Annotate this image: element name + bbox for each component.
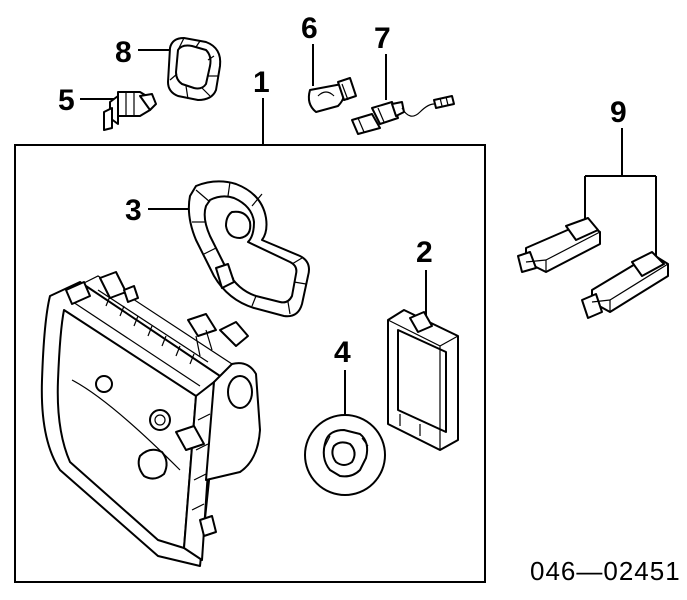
callout-label-3: 3 (125, 194, 142, 227)
headlamp-gasket-part-3 (187, 180, 310, 318)
callout-label-8: 8 (115, 36, 132, 69)
rectangular-gasket-part-2 (387, 309, 459, 451)
callout-label-7: 7 (374, 22, 391, 55)
halogen-bulb-part-5 (103, 91, 157, 131)
socket-with-wire-part-7 (351, 95, 455, 135)
headlamp-housing-assembly (40, 271, 261, 567)
bulb-retaining-ring-part-8 (167, 37, 222, 101)
callout-label-4: 4 (334, 336, 351, 369)
wedge-bulb-part-6 (307, 77, 357, 113)
side-marker-lamp-upper-part-9 (517, 217, 601, 273)
callout-label-6: 6 (301, 12, 318, 45)
assembly-frame (14, 144, 486, 583)
diagram-reference-code: 046—02451 (530, 556, 681, 586)
callout-label-2: 2 (416, 236, 433, 269)
bulb-socket-part-4 (304, 414, 386, 496)
callout-label-9: 9 (610, 96, 627, 129)
side-marker-lamp-lower-part-9 (581, 251, 669, 319)
callout-label-5: 5 (58, 84, 75, 117)
callout-label-1: 1 (253, 66, 270, 99)
